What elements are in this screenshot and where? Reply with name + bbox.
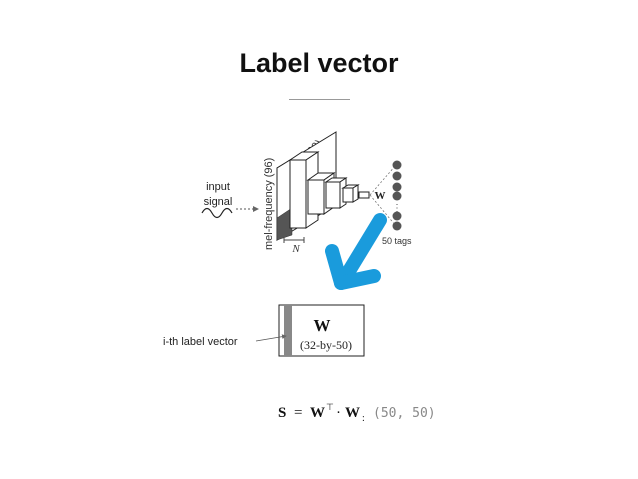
- matrix-dims: (32-by-50): [300, 338, 352, 352]
- tag-node: [392, 171, 402, 181]
- tag-node: [392, 221, 402, 231]
- freq-axis-label: mel-frequency (96): [263, 158, 275, 250]
- formula-lhs: S: [278, 405, 286, 421]
- matrix-name: W: [314, 316, 331, 335]
- tag-node: [392, 211, 402, 221]
- label-vector-pointer-text: i-th label vector: [163, 336, 238, 348]
- waveform-icon: [201, 207, 233, 219]
- label-vector-column: [284, 305, 292, 356]
- pointer-arrow: [255, 334, 287, 342]
- ellipsis-dots: ⋮: [392, 203, 402, 214]
- tag-nodes: [392, 160, 402, 231]
- tags-label: 50 tags: [382, 236, 412, 246]
- tag-node: [392, 160, 402, 170]
- weight-fanout: [369, 164, 397, 227]
- formula-shape: (50, 50): [373, 406, 436, 421]
- formula-subscript: :: [362, 413, 365, 424]
- formula-w1: W: [310, 405, 325, 421]
- conv-block-4: [341, 184, 360, 203]
- input-label-2: signal: [204, 196, 233, 208]
- tag-node: [392, 182, 402, 192]
- formula: S = W ⊤ · W :: [278, 402, 365, 424]
- matrix-w-box: [278, 304, 365, 357]
- conv-block-5: [358, 191, 370, 199]
- tag-node: [392, 191, 402, 201]
- slide-title: Label vector: [239, 48, 399, 78]
- formula-transpose: ⊤: [326, 402, 334, 412]
- window-label: N: [291, 243, 300, 255]
- title-divider: [289, 99, 350, 100]
- down-left-arrow-icon: [325, 213, 387, 290]
- weight-label: W: [375, 190, 386, 202]
- formula-equals: =: [294, 405, 302, 421]
- input-label-1: input: [206, 181, 230, 193]
- formula-dot: ·: [336, 405, 341, 421]
- formula-w2: W: [345, 405, 360, 421]
